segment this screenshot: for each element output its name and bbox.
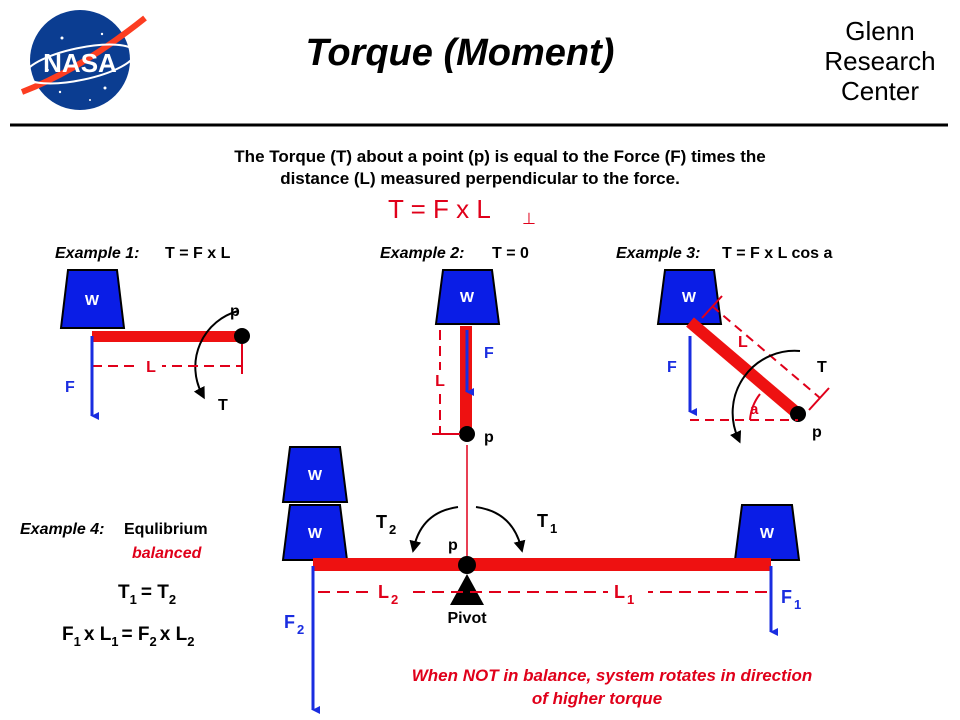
example3-length-label: L: [738, 334, 748, 351]
example4-label: Example 4:: [20, 521, 104, 538]
example1-lever: [92, 331, 242, 342]
example4-point: [458, 556, 476, 574]
example3-weight-label: W: [682, 289, 697, 306]
center-name-line2: Research: [824, 46, 935, 76]
example3: Example 3: T = F x L cos a W p L F a T: [616, 245, 833, 444]
example3-angle-arc: [749, 393, 761, 421]
page-title: Torque (Moment): [306, 32, 615, 74]
example3-angle-label: a: [750, 401, 759, 418]
center-name-line1: Glenn: [845, 16, 914, 46]
center-name-line3: Center: [841, 76, 919, 106]
example3-torque-label: T: [817, 359, 827, 376]
example4-text: Example 4: Equlibrium balanced T1= T2 F1…: [20, 521, 208, 649]
example4-weight-right-label: W: [760, 525, 775, 542]
example1-length-label: L: [146, 359, 156, 376]
example2-point: [459, 426, 475, 442]
example2-weight: [434, 269, 501, 325]
example2-length-label: L: [435, 373, 445, 390]
example3-weight: [656, 269, 723, 325]
intro-line1: The Torque (T) about a point (p) is equa…: [234, 147, 765, 166]
example3-point: [790, 406, 806, 422]
example1: Example 1: T = F x L W p T L F: [55, 245, 250, 420]
example3-length-tick-a: [701, 295, 723, 319]
example3-length-line: [711, 305, 821, 399]
example4-title: Equlibrium: [124, 521, 208, 538]
example4-torque-left-arrow: [409, 506, 459, 553]
example1-torque-arrow: [193, 310, 239, 400]
example4-point-label: p: [448, 537, 458, 554]
example3-length-tick-b: [808, 387, 830, 411]
example1-torque-label: T: [218, 397, 228, 414]
example4-weight-top-label: W: [308, 467, 323, 484]
example2-point-label: p: [484, 429, 494, 446]
example3-force-label: F: [667, 359, 677, 376]
example1-label: Example 1:: [55, 245, 139, 262]
perpendicular-symbol: ⊥: [522, 211, 536, 228]
pivot-triangle: [450, 574, 484, 605]
example3-label: Example 3:: [616, 245, 700, 262]
example3-torque-arrow: [730, 349, 801, 444]
example3-lever: [686, 317, 802, 419]
example4-lever: [313, 558, 771, 571]
example4-subtitle: balanced: [132, 545, 203, 562]
example2-force-label: F: [484, 345, 494, 362]
example4-weight-right: [733, 504, 801, 561]
equation-torque-balance: T1= T2: [118, 582, 176, 607]
example4-weight-top: [281, 446, 349, 503]
example4-weight-bottom-label: W: [308, 525, 323, 542]
torque-formula: T = F x L: [388, 194, 491, 224]
example2-weight-label: W: [460, 289, 475, 306]
example2: Example 2: T = 0 W F p L: [380, 245, 529, 446]
example1-force-label: F: [65, 379, 75, 396]
example1-formula: T = F x L: [165, 245, 231, 262]
imbalance-note-line1: When NOT in balance, system rotates in d…: [412, 666, 813, 685]
example1-weight: [59, 269, 126, 329]
intro-line2: distance (L) measured perpendicular to t…: [280, 169, 680, 188]
pivot-label: Pivot: [447, 610, 487, 627]
example2-formula: T = 0: [492, 245, 529, 262]
example4-torque-right-arrow: [475, 506, 526, 553]
example3-formula: T = F x L cos a: [722, 245, 833, 262]
example1-weight-label: W: [85, 292, 100, 309]
example1-point: [234, 328, 250, 344]
imbalance-note-line2: of higher torque: [532, 689, 662, 708]
nasa-logo-text: NASA: [43, 48, 117, 78]
nasa-logo: NASA: [20, 10, 147, 110]
example2-label: Example 2:: [380, 245, 464, 262]
example3-point-label: p: [812, 424, 822, 441]
